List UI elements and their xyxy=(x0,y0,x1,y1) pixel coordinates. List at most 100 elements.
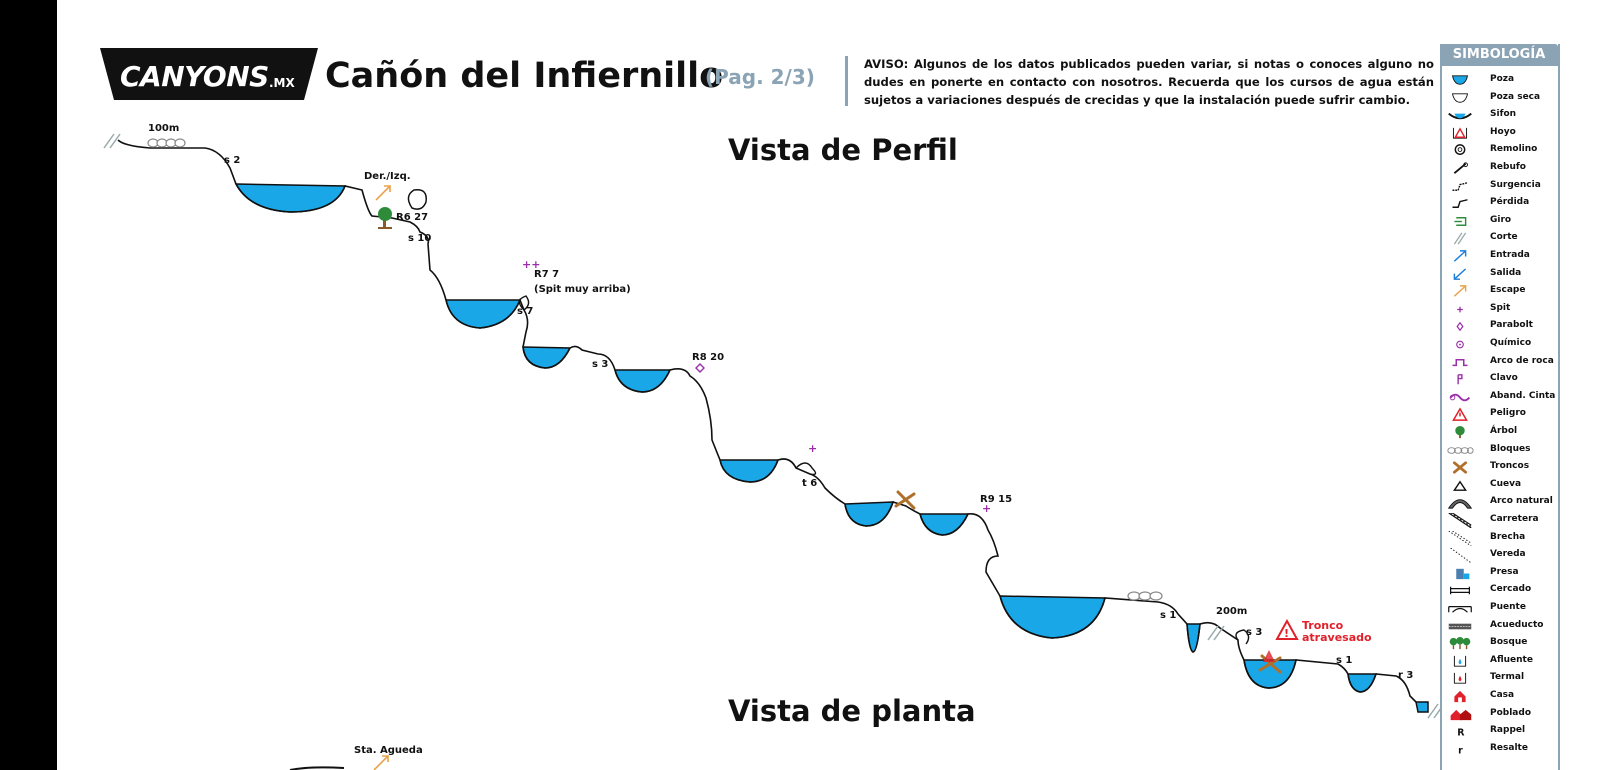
distance-label: 100m xyxy=(148,123,179,134)
piton-icon xyxy=(1457,374,1463,385)
page-number: (Pag. 2/3) xyxy=(705,65,815,89)
legend-label: Vereda xyxy=(1490,549,1526,560)
legend-label: Termal xyxy=(1490,672,1525,683)
legend-item-casa: Casa xyxy=(1444,688,1556,705)
sling-icon xyxy=(1449,393,1471,402)
legend-item-escape: Escape xyxy=(1444,283,1556,300)
legend-item-carretera: Carretera xyxy=(1444,512,1556,529)
cut-icon xyxy=(103,133,121,149)
legend-item-químico: Químico xyxy=(1444,336,1556,353)
legend-item-arco-de-roca: Arco de roca xyxy=(1444,354,1556,371)
spit-icon xyxy=(1457,306,1463,313)
rappel-note: (Spit muy arriba) xyxy=(534,284,631,295)
legend-item-sifon: Sifon xyxy=(1444,107,1556,124)
legend-item-cueva: Cueva xyxy=(1444,477,1556,494)
legend-label: Entrada xyxy=(1490,250,1530,260)
drop-label: s 3 xyxy=(592,359,608,370)
trail-icon xyxy=(1450,548,1472,564)
distance-label: 200m xyxy=(1216,606,1247,617)
danger-icon xyxy=(1263,650,1275,662)
legend-item-resalte: r Resalte xyxy=(1444,741,1556,758)
tree-icon xyxy=(378,207,392,229)
legend-item-vereda: Vereda xyxy=(1444,547,1556,564)
drop-label: s 3 xyxy=(1246,627,1262,638)
pool-icon xyxy=(1451,75,1469,85)
logs-icon xyxy=(1452,461,1468,474)
legend-label: Escape xyxy=(1490,285,1526,296)
step-icon: r xyxy=(1458,745,1463,756)
cut-icon xyxy=(1427,703,1440,719)
legend-item-aband-cinta: Aband. Cinta xyxy=(1444,389,1556,406)
legend-item-hoyo: Hoyo xyxy=(1444,125,1556,142)
legend-label: Bosque xyxy=(1490,637,1528,648)
notice-divider xyxy=(845,56,848,106)
legend-item-spit: Spit xyxy=(1444,301,1556,318)
legend-item-poblado: Poblado xyxy=(1444,706,1556,723)
cut-icon xyxy=(1207,625,1225,641)
legend-label: Hoyo xyxy=(1490,126,1516,137)
svg-text:!: ! xyxy=(1284,627,1289,640)
legend-item-corte: Corte xyxy=(1444,230,1556,247)
parabolt-icon xyxy=(1456,322,1464,332)
legend-label: Acueducto xyxy=(1490,619,1544,630)
legend-label: Clavo xyxy=(1490,373,1518,384)
legend-label: Resalte xyxy=(1490,742,1528,753)
legend-item-árbol: Árbol xyxy=(1444,424,1556,441)
plan-view-title: Vista de planta xyxy=(728,694,976,728)
legend-item-poza: Poza xyxy=(1444,72,1556,89)
logs-icon xyxy=(894,490,916,510)
bridge-icon xyxy=(1448,606,1472,613)
legend-label: Sifon xyxy=(1490,109,1517,120)
escape-icon xyxy=(1453,285,1467,297)
pool-8 xyxy=(999,595,1106,639)
boulders-icon xyxy=(1447,446,1474,454)
legend-label: Casa xyxy=(1490,690,1515,700)
pool-2 xyxy=(445,299,522,329)
danger-label-line2: atravesado xyxy=(1302,631,1372,644)
legend-label: Bloques xyxy=(1490,443,1531,454)
escape-icon xyxy=(375,185,391,201)
legend-item-troncos: Troncos xyxy=(1444,459,1556,476)
rappel-label: R9 15 xyxy=(980,494,1012,505)
rock-loop xyxy=(407,189,427,210)
whirlpool-icon xyxy=(1454,144,1466,156)
cave-icon xyxy=(1453,480,1467,491)
legend-title: SIMBOLOGÍA xyxy=(1440,44,1558,66)
tributary-icon xyxy=(1453,655,1467,667)
legend-label: Remolino xyxy=(1490,144,1538,155)
legend-label: Spit xyxy=(1490,302,1511,313)
notice-text: AVISO: Algunos de los datos publicados p… xyxy=(864,57,1434,107)
legend-item-entrada: Entrada xyxy=(1444,248,1556,265)
turn-icon xyxy=(1454,216,1467,226)
legend-label: Salida xyxy=(1490,267,1522,278)
thermal-icon xyxy=(1453,673,1467,685)
legend-label: Brecha xyxy=(1490,531,1526,542)
left-black-bar xyxy=(0,0,57,770)
legend-label: Pérdida xyxy=(1490,197,1530,208)
rock-loop-4 xyxy=(1235,629,1250,645)
legend-label: Arco natural xyxy=(1490,496,1553,507)
backwash-icon xyxy=(1453,162,1468,174)
legend-label: Rebufo xyxy=(1490,162,1526,172)
rappel-label: R6 27 xyxy=(396,212,428,223)
canyons-logo xyxy=(100,48,318,100)
parabolt-icon xyxy=(695,363,705,373)
place-label: Sta. Agueda xyxy=(354,745,423,756)
drop-label: s 1 xyxy=(1336,655,1352,666)
legend-label: Carretera xyxy=(1490,514,1539,524)
legend-label: Presa xyxy=(1490,566,1519,577)
legend-label: Químico xyxy=(1490,338,1532,348)
pool-1 xyxy=(234,183,347,213)
boulders-icon xyxy=(1127,591,1163,601)
legend-panel xyxy=(1440,44,1560,770)
pool-6 xyxy=(844,501,895,527)
legend-item-parabolt: Parabolt xyxy=(1444,318,1556,335)
legend-item-termal: Termal xyxy=(1444,670,1556,687)
step-label: r 3 xyxy=(1398,670,1413,681)
svg-text:r: r xyxy=(1458,745,1463,756)
spring-icon xyxy=(1452,181,1468,191)
legend-label: Poblado xyxy=(1490,707,1532,718)
legend-item-salida: Salida xyxy=(1444,266,1556,283)
danger-icon: ! xyxy=(1275,618,1299,640)
boulders-icon xyxy=(147,138,186,148)
